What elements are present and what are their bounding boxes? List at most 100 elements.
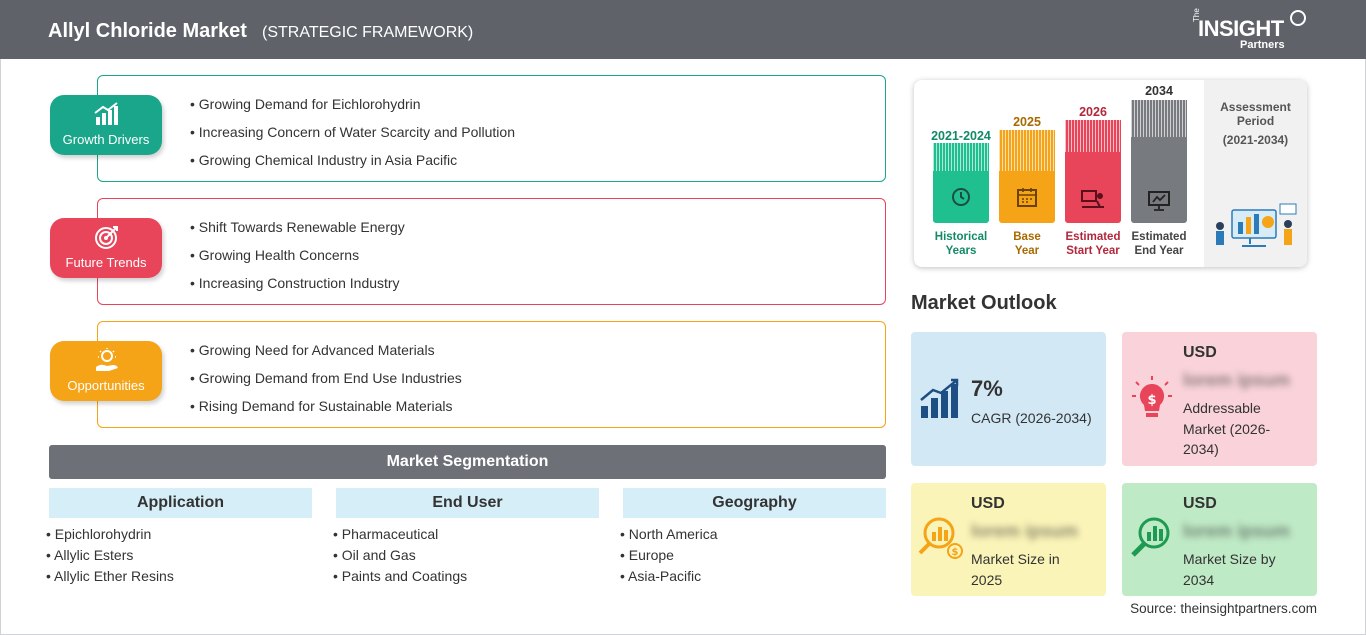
label-line: Start Year [1066, 245, 1120, 257]
timeline-year: 2025 [1013, 115, 1041, 129]
magnifier-chart-icon [1131, 517, 1170, 557]
timeline-label: Estimated Start Year [1058, 230, 1128, 258]
addressable-label: Addressable Market (2026-2034) [1183, 400, 1271, 457]
calendar-icon [1017, 188, 1037, 207]
label-line: Estimated [1065, 231, 1121, 243]
opportunities-badge: Opportunities [50, 341, 162, 401]
future-trends-badge: Future Trends [50, 218, 162, 278]
target-icon [95, 226, 118, 249]
list-item: Growing Chemical Industry in Asia Pacifi… [190, 150, 515, 178]
size-2025-value: lorem ipsum [971, 521, 1079, 541]
bar-stripes [933, 143, 989, 171]
label-line: Historical [934, 231, 988, 243]
svg-text:$: $ [1147, 393, 1156, 408]
svg-text:$: $ [952, 547, 959, 558]
lightbulb-hand-icon [96, 348, 118, 371]
label-line: Estimated [1131, 231, 1187, 243]
size-2034-currency: USD [1183, 495, 1217, 512]
timeline-bar [1131, 137, 1187, 223]
timeline-end: 2034 Estimated End Year [1131, 80, 1187, 267]
magnifier-dollar-icon: $ [918, 517, 963, 559]
growth-drivers-list: Growing Demand for Eichlorohydrin Increa… [190, 94, 515, 178]
addressable-value: lorem ipsum [1183, 370, 1291, 390]
cagr-label: CAGR (2026-2034) [971, 410, 1092, 426]
header-bar: Allyl Chloride Market (STRATEGIC FRAMEWO… [0, 0, 1366, 59]
timeline-historical: 2021-2024 Historical Years [931, 80, 991, 267]
future-trends-label: Future Trends [65, 255, 147, 270]
growth-chart-icon [94, 102, 118, 125]
timeline-bar [933, 171, 989, 223]
list-item: Growing Demand for Eichlorohydrin [190, 94, 515, 122]
source-note: Source: theinsightpartners.com [1130, 601, 1317, 616]
history-icon [952, 188, 970, 206]
list-item: Pharmaceutical [333, 525, 467, 546]
list-item: Growing Need for Advanced Materials [190, 340, 462, 368]
list-item: Allylic Ether Resins [46, 567, 174, 588]
timeline-card: 2021-2024 Historical Years 2025 Base Yea… [914, 80, 1307, 267]
label-line: Year [1014, 245, 1040, 257]
size-2025-label: Market Size in 2025 [971, 551, 1060, 588]
cagr-card: 7% CAGR (2026-2034) [911, 332, 1106, 466]
segment-header-geography: Geography [623, 488, 886, 518]
market-size-2025-card: $ USD lorem ipsum Market Size in 2025 [911, 483, 1106, 596]
timeline-base: 2025 Base Year [999, 80, 1055, 267]
segment-header-end-user: End User [336, 488, 599, 518]
segment-list-application: Epichlorohydrin Allylic Esters Allylic E… [46, 525, 174, 588]
timeline-year: 2034 [1145, 84, 1173, 98]
growth-drivers-box: Growing Demand for Eichlorohydrin Increa… [97, 75, 886, 182]
assessment-period-panel: Assessment Period (2021-2034) [1204, 80, 1307, 267]
timeline-year: 2026 [1079, 105, 1107, 119]
timeline-year: 2021-2024 [931, 129, 991, 143]
list-item: Oil and Gas [333, 546, 467, 567]
page-subtitle: (STRATEGIC FRAMEWORK) [262, 24, 474, 41]
label-line: End Year [1134, 245, 1184, 257]
future-trends-box: Shift Towards Renewable Energy Growing H… [97, 198, 886, 305]
list-item: Shift Towards Renewable Energy [190, 217, 405, 245]
opportunities-label: Opportunities [67, 378, 145, 393]
timeline-label: Historical Years [926, 230, 996, 258]
timeline-label: Base Year [992, 230, 1062, 258]
addressable-market-card: $ USD lorem ipsum Addressable Market (20… [1122, 332, 1317, 466]
list-item: Growing Health Concerns [190, 245, 405, 273]
opportunities-box: Growing Need for Advanced Materials Grow… [97, 321, 886, 428]
list-item: Allylic Esters [46, 546, 174, 567]
segment-list-end-user: Pharmaceutical Oil and Gas Paints and Co… [333, 525, 467, 588]
growth-drivers-badge: Growth Drivers [50, 95, 162, 155]
lightbulb-dollar-icon: $ [1132, 376, 1172, 417]
segment-list-geography: North America Europe Asia-Pacific [620, 525, 718, 588]
bar-stripes [1065, 120, 1121, 152]
list-item: Increasing Construction Industry [190, 273, 405, 301]
bar-stripes [1131, 100, 1187, 137]
list-item: North America [620, 525, 718, 546]
timeline-label: Estimated End Year [1124, 230, 1194, 258]
label-line: Years [945, 245, 977, 257]
list-item: Epichlorohydrin [46, 525, 174, 546]
growth-bars-icon [920, 378, 959, 418]
page-title: Allyl Chloride Market [48, 20, 247, 42]
list-item: Europe [620, 546, 718, 567]
logo-insight: INSIGHT [1198, 16, 1284, 41]
market-segmentation-bar: Market Segmentation [49, 445, 886, 479]
list-item: Asia-Pacific [620, 567, 718, 588]
timeline-bar [1065, 152, 1121, 223]
logo-ring-icon [1290, 10, 1306, 26]
size-2034-label: Market Size by 2034 [1183, 551, 1276, 588]
timeline-start: 2026 Estimated Start Year [1065, 80, 1121, 267]
timeline-bar [999, 171, 1055, 223]
opportunities-list: Growing Need for Advanced Materials Grow… [190, 340, 462, 424]
label-line: Base [1013, 231, 1041, 243]
size-2034-value: lorem ipsum [1183, 521, 1291, 541]
assessment-range: (2021-2034) [1222, 133, 1289, 147]
list-item: Increasing Concern of Water Scarcity and… [190, 122, 515, 150]
cagr-value: 7% [971, 376, 1003, 401]
addressable-currency: USD [1183, 344, 1217, 361]
bar-stripes [999, 130, 1055, 171]
list-item: Rising Demand for Sustainable Materials [190, 396, 462, 424]
logo-partners: Partners [1240, 39, 1285, 51]
future-trends-list: Shift Towards Renewable Energy Growing H… [190, 217, 405, 301]
size-2025-currency: USD [971, 495, 1005, 512]
segment-header-application: Application [49, 488, 312, 518]
growth-drivers-label: Growth Drivers [62, 132, 150, 147]
analyst-dashboard-icon [1216, 203, 1297, 247]
presentation-icon [1081, 190, 1104, 208]
